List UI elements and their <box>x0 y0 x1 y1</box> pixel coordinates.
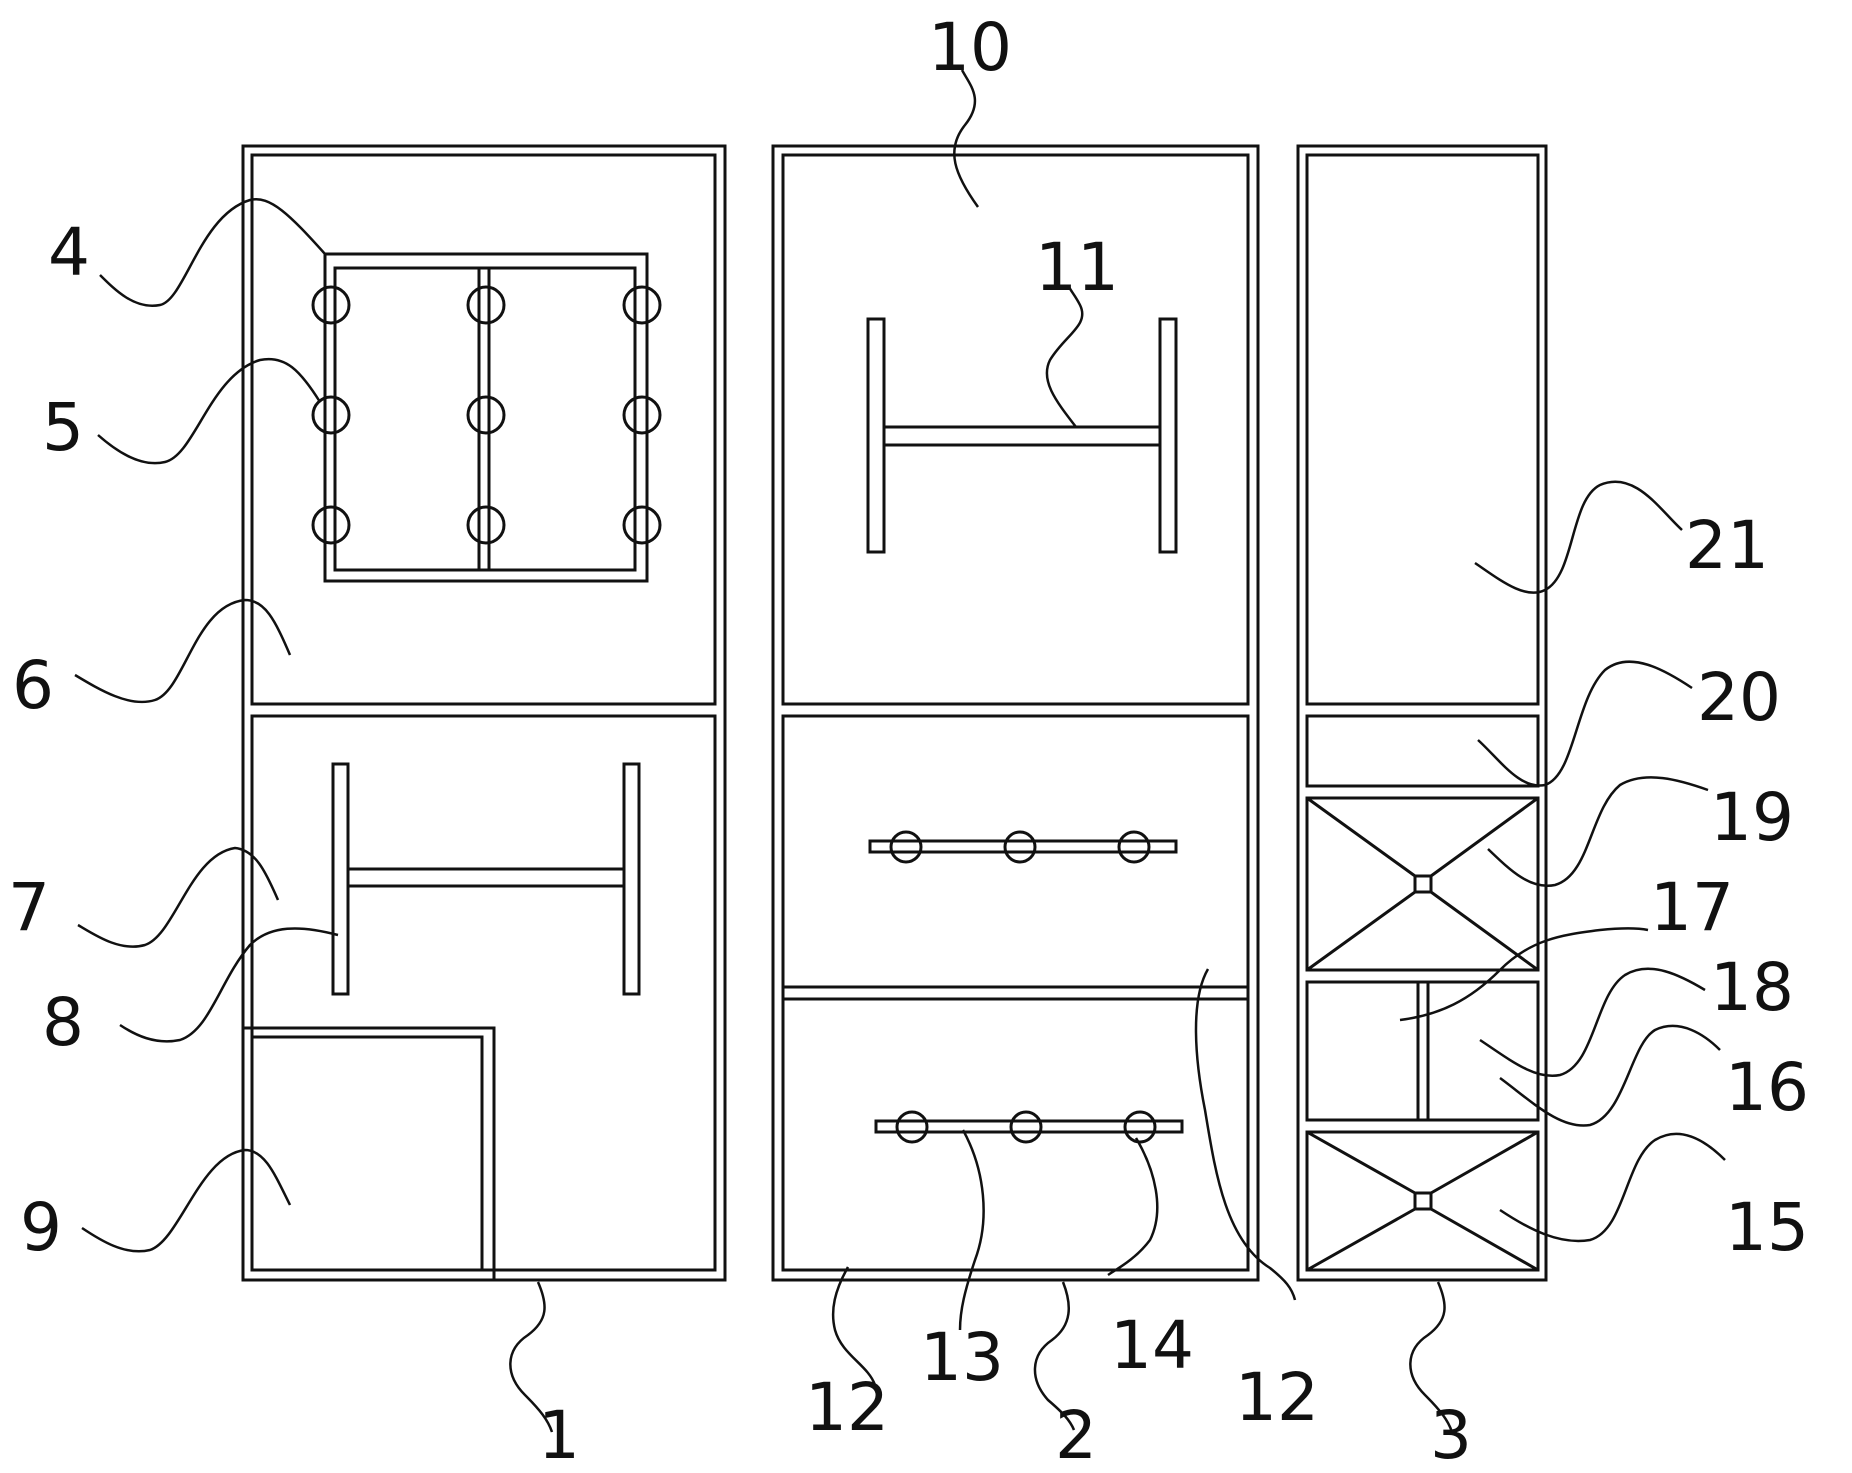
fan-diagonal <box>1430 1207 1539 1272</box>
fan-diagonal <box>1306 890 1416 972</box>
leader-20 <box>1477 660 1693 787</box>
nozzle-circle <box>466 505 506 545</box>
label-7: 7 <box>8 869 50 946</box>
bracket-crossbar <box>346 867 626 888</box>
label-15: 15 <box>1725 1189 1809 1266</box>
fan-hub <box>1413 1191 1433 1211</box>
label-14: 14 <box>1110 1307 1194 1384</box>
leader-15 <box>1499 1132 1726 1243</box>
box-inner-edge <box>252 1035 484 1270</box>
spray-nozzle <box>1117 830 1151 864</box>
bracket-left-post <box>866 317 886 554</box>
bracket-right-post <box>1158 317 1178 554</box>
spray-nozzle <box>1009 1110 1043 1144</box>
leader-11 <box>1045 284 1084 428</box>
nozzle-circle <box>311 505 351 545</box>
nozzle-circle <box>311 285 351 325</box>
fan-diagonal <box>1430 796 1539 878</box>
nozzle-circle <box>622 505 662 545</box>
fan-diagonal <box>1306 796 1416 878</box>
leader-9 <box>81 1148 292 1253</box>
label-16: 16 <box>1725 1049 1809 1126</box>
split-compartment <box>1305 980 1540 1122</box>
nozzle-circle <box>466 285 506 325</box>
control-strip <box>1305 714 1540 788</box>
leader-18 <box>1479 967 1706 1078</box>
fan-diagonal <box>1430 1130 1539 1195</box>
leader-16 <box>1499 1024 1721 1127</box>
leader-13 <box>958 1129 985 1331</box>
box-outer-edge <box>243 1026 496 1280</box>
cabinet-1 <box>241 144 727 1282</box>
spray-nozzle <box>889 830 923 864</box>
nozzle-circle <box>622 285 662 325</box>
cabinet-2-outer-frame <box>771 144 1260 1282</box>
fan-box-lower <box>1305 1130 1540 1272</box>
leader-4 <box>99 198 326 308</box>
leader-10 <box>953 69 980 208</box>
nozzle-circle <box>622 395 662 435</box>
label-1: 1 <box>538 1397 580 1473</box>
label-12-right: 12 <box>1235 1359 1319 1436</box>
fan-hub <box>1413 874 1433 894</box>
cabinet-2-upper-compartment <box>781 153 1250 706</box>
cabinet-1-upper-compartment <box>250 153 717 706</box>
spray-nozzle <box>895 1110 929 1144</box>
cabinet-3-outer-frame <box>1296 144 1548 1282</box>
spray-bar-upper <box>868 839 1178 854</box>
leader-5 <box>97 357 322 465</box>
label-18: 18 <box>1710 949 1794 1026</box>
leader-21 <box>1474 480 1683 594</box>
nozzle-circle <box>311 395 351 435</box>
label-17: 17 <box>1650 869 1734 946</box>
reference-labels: 4 5 6 7 8 9 1 10 11 12 13 14 2 12 3 21 2… <box>8 9 1809 1473</box>
cabinet-1-outer-frame <box>241 144 727 1282</box>
label-8: 8 <box>42 984 84 1061</box>
leader-1 <box>509 1281 554 1433</box>
label-19: 19 <box>1710 779 1794 856</box>
nozzle-grid <box>311 285 662 545</box>
cabinet-2 <box>771 144 1260 1282</box>
leader-7 <box>77 846 280 948</box>
leader-6 <box>74 598 292 704</box>
bracket-right-post <box>622 762 641 996</box>
spray-bar-lower <box>874 1119 1184 1134</box>
label-9: 9 <box>20 1189 62 1266</box>
leader-12-left <box>831 1266 877 1386</box>
label-13: 13 <box>920 1319 1004 1396</box>
storage-compartment <box>1305 153 1540 706</box>
rack-inner <box>333 266 637 572</box>
label-3: 3 <box>1430 1397 1472 1473</box>
leader-17 <box>1399 927 1649 1022</box>
label-21: 21 <box>1685 507 1769 584</box>
cabinet-2-lower-compartment <box>781 714 1250 1272</box>
fan-diagonal <box>1430 890 1539 972</box>
label-20: 20 <box>1697 659 1781 736</box>
leader-lines <box>74 69 1726 1433</box>
label-12-left: 12 <box>805 1369 889 1446</box>
label-10: 10 <box>928 9 1012 86</box>
fan-diagonal <box>1306 1207 1416 1272</box>
spray-nozzle <box>1003 830 1037 864</box>
cabinet-3 <box>1296 144 1548 1282</box>
bracket-left-post <box>331 762 350 996</box>
label-6: 6 <box>12 647 54 724</box>
leader-3 <box>1409 1281 1454 1433</box>
label-5: 5 <box>42 389 84 466</box>
rack-outer <box>323 252 649 583</box>
fan-diagonal <box>1306 1130 1416 1195</box>
bracket-crossbar <box>882 425 1162 447</box>
spray-nozzle <box>1123 1110 1157 1144</box>
label-2: 2 <box>1055 1397 1097 1473</box>
leader-2 <box>1033 1281 1076 1431</box>
nozzle-circle <box>466 395 506 435</box>
leader-8 <box>119 927 339 1043</box>
leader-19 <box>1487 776 1709 888</box>
leader-14 <box>1107 1137 1159 1277</box>
leader-12-right <box>1194 968 1297 1301</box>
label-11: 11 <box>1035 229 1119 306</box>
label-4: 4 <box>48 214 90 291</box>
